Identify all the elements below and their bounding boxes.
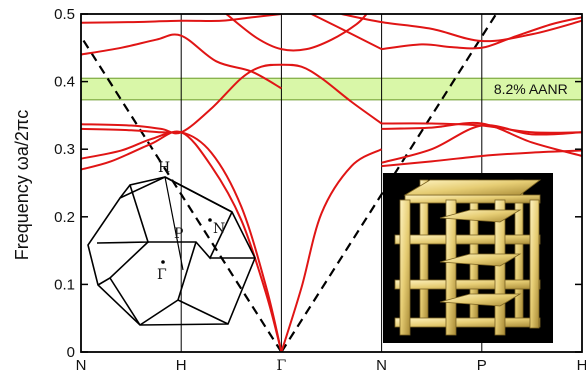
aanr-label: 8.2% AANR bbox=[494, 81, 568, 97]
bands-group bbox=[81, 14, 582, 352]
band-15 bbox=[381, 149, 582, 168]
x-tick-label-5: H bbox=[577, 357, 586, 374]
plot-frame bbox=[80, 13, 583, 353]
y-tick-label-1: 0.1 bbox=[54, 276, 75, 293]
band-2 bbox=[81, 130, 283, 352]
y-tick-label-4: 0.4 bbox=[54, 74, 75, 91]
y-tick-label-5: 0.5 bbox=[54, 6, 75, 23]
band-8 bbox=[280, 148, 383, 352]
bz-label-h: H bbox=[158, 160, 170, 176]
n-point bbox=[208, 218, 212, 222]
brillouin-zone-inset bbox=[87, 176, 256, 326]
x-tick-label-2: Γ bbox=[277, 358, 287, 374]
y-tick-label-3: 0.3 bbox=[54, 141, 75, 158]
y-axis-label: Frequency ωa/2πc bbox=[12, 110, 32, 261]
lattice-structure-inset bbox=[383, 173, 553, 343]
bz-label-n: N bbox=[213, 221, 225, 237]
bz-label-gamma: Γ bbox=[157, 267, 167, 283]
x-tick-label-3: N bbox=[376, 357, 387, 374]
band-1 bbox=[81, 130, 283, 352]
band-9 bbox=[311, 14, 383, 51]
x-tick-label-1: H bbox=[176, 357, 187, 374]
light-line-1 bbox=[81, 34, 283, 352]
bz-label-p: P bbox=[174, 226, 183, 242]
band-10 bbox=[341, 14, 582, 43]
band-5 bbox=[81, 33, 282, 90]
y-tick-label-0: 0 bbox=[67, 344, 75, 361]
x-tick-label-4: P bbox=[477, 357, 487, 374]
band-6 bbox=[81, 14, 282, 24]
gamma-point bbox=[161, 260, 165, 264]
band-7 bbox=[225, 14, 368, 52]
band-14 bbox=[381, 124, 582, 164]
x-tick-label-0: N bbox=[76, 357, 87, 374]
y-ticks: 0 0.1 0.2 0.3 0.4 0.5 bbox=[54, 6, 582, 361]
band-11 bbox=[381, 16, 582, 51]
band-13 bbox=[381, 121, 582, 157]
y-tick-label-2: 0.2 bbox=[54, 209, 75, 226]
